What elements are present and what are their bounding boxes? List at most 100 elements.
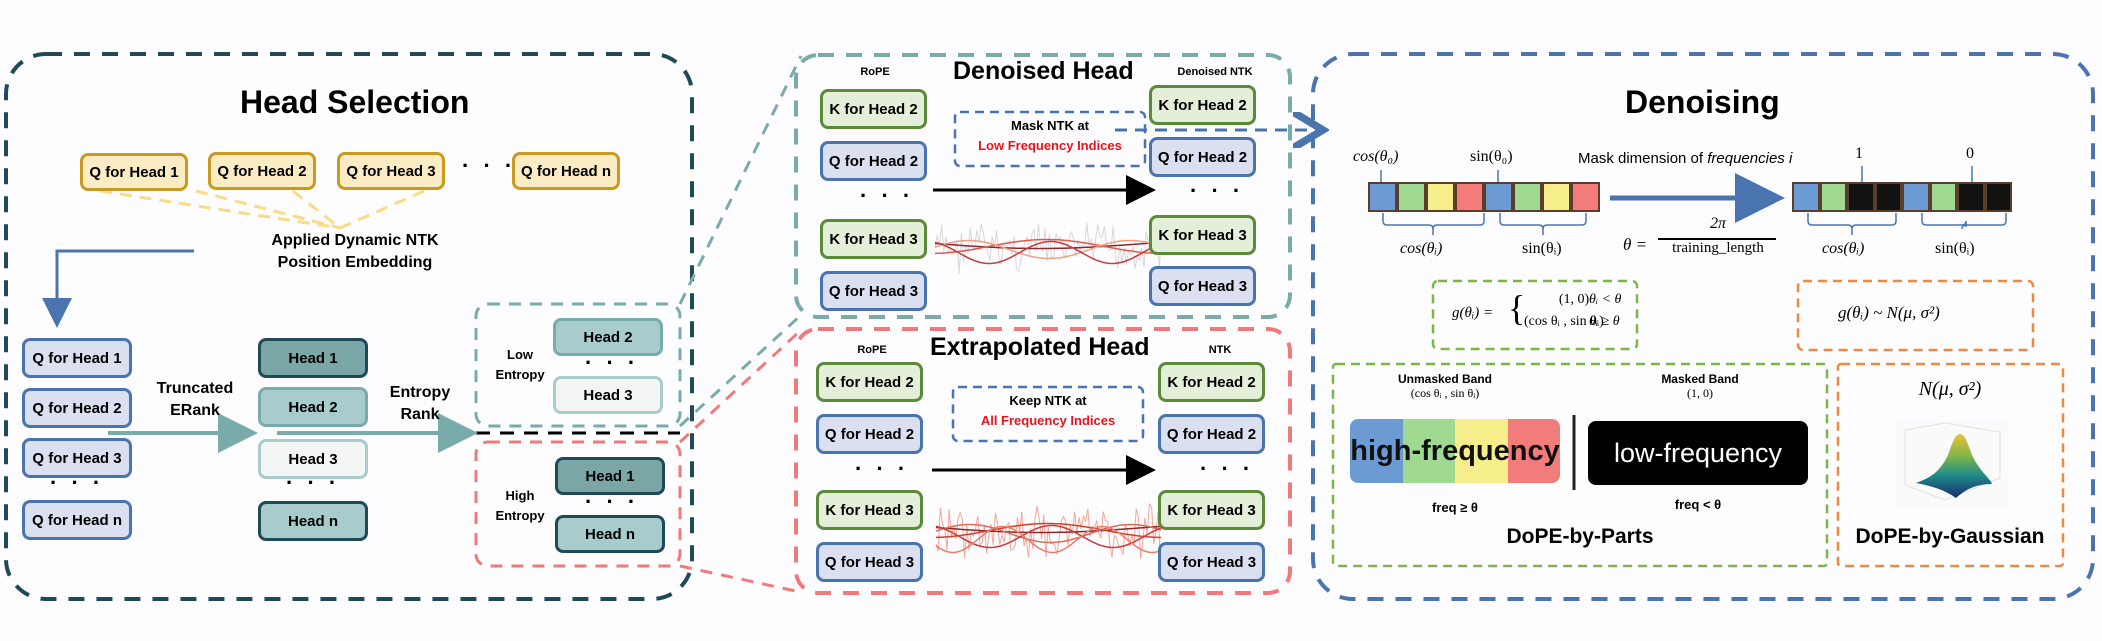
head-3: Head 3 <box>258 439 368 479</box>
gaussian-frame <box>1836 362 2065 568</box>
unmasked-band-title: Unmasked Band <box>1397 372 1493 386</box>
band-segment <box>1507 419 1560 483</box>
rank-label: Rank <box>400 406 440 423</box>
frequency-cell <box>1792 182 1820 212</box>
frequency-cell <box>1484 182 1513 212</box>
smooth-trace <box>935 522 1162 539</box>
heads-ellipsis: · · · <box>286 470 341 495</box>
smooth-trace <box>935 525 1162 534</box>
q-left-head-3: Q for Head 3 <box>22 438 132 478</box>
high-entropy-label-1: High <box>505 488 535 503</box>
smooth-trace <box>934 240 1161 265</box>
sin-theta-i-label-right: sin(θᵢ) <box>1935 240 1975 257</box>
high-frequency-condition: freq ≥ θ <box>1432 500 1478 515</box>
frequency-cell <box>1426 182 1455 212</box>
extrapolated-waveform <box>935 502 1162 564</box>
low-entropy-label-1: Low <box>507 347 533 362</box>
denoised-left-k-head-2: K for Head 2 <box>820 89 927 129</box>
smooth-trace <box>934 241 1161 250</box>
fraction-bar <box>1658 238 1776 240</box>
frequency-cell <box>1397 182 1426 212</box>
mask-note-line-1: Mask NTK at <box>1010 118 1090 133</box>
denoised-left-ellipsis: · · · <box>860 183 915 208</box>
frequency-cell <box>1455 182 1484 212</box>
q-left-ellipsis: · · · <box>50 470 105 495</box>
piecewise-lhs: g(θᵢ) = <box>1452 305 1494 321</box>
smooth-trace <box>935 523 1162 544</box>
low-entropy-ellipsis: · · · <box>585 350 640 375</box>
theta-lhs: θ = <box>1623 235 1648 254</box>
high-frequency-label: high-frequency <box>1350 434 1560 467</box>
denoised-left-q-head-3: Q for Head 3 <box>820 271 927 311</box>
cos-theta-i-label-right: cos(θᵢ) <box>1822 240 1865 257</box>
extrapolated-head-title: Extrapolated Head <box>930 333 1150 361</box>
piecewise-row2-condition: θᵢ ≥ θ <box>1589 314 1620 329</box>
band-segment <box>1455 419 1508 483</box>
denoising-title: Denoising <box>1625 84 1780 120</box>
head-selection-title: Head Selection <box>240 84 470 120</box>
extrapolated-left-q-head-3: Q for Head 3 <box>816 542 923 582</box>
sin-theta-0-label: sin(θ₀) <box>1470 148 1513 165</box>
high-entropy-frame <box>474 440 682 568</box>
extrapolated-right-q-head-2: Q for Head 2 <box>1158 414 1265 454</box>
denoising-frame <box>1311 52 2095 601</box>
denoised-left-q-head-2: Q for Head 2 <box>820 141 927 181</box>
frequency-cell <box>1984 182 2012 212</box>
denoised-rope-label: RoPE <box>860 66 890 78</box>
frequency-cell <box>1368 182 1397 212</box>
denoised-waveform <box>934 222 1163 274</box>
frequency-cell <box>1571 182 1600 212</box>
extrapolated-head-frame <box>794 327 1292 595</box>
keep-note-frame <box>951 385 1145 443</box>
denoised-right-q-head-3: Q for Head 3 <box>1149 266 1256 306</box>
q-top-head-1: Q for Head 1 <box>80 153 188 191</box>
q-top-head-2: Q for Head 2 <box>208 152 316 190</box>
piecewise-frame <box>1431 279 1639 351</box>
denoised-ntk-label: Denoised NTK <box>1177 66 1253 78</box>
entropy-label: Entropy <box>389 384 451 401</box>
mask-dimension-label: Mask dimension of frequencies i <box>1578 150 1792 167</box>
piecewise-row1-value: (1, 0) <box>1558 292 1590 307</box>
denoised-head-title: Denoised Head <box>953 57 1134 85</box>
frequency-cell <box>1874 182 1902 212</box>
smooth-trace <box>935 524 1162 549</box>
extrapolated-right-q-head-3: Q for Head 3 <box>1158 542 1265 582</box>
high-entropy-head-n: Head n <box>555 515 665 553</box>
band-segment <box>1350 419 1403 483</box>
sin-theta-i-label-left: sin(θᵢ) <box>1522 240 1562 257</box>
high-entropy-label-2: Entropy <box>495 508 545 523</box>
q-top-head-3: Q for Head 3 <box>337 152 445 190</box>
theta-numerator: 2π <box>1709 215 1726 232</box>
unmasked-band-sub: (cos θᵢ , sin θᵢ) <box>1410 386 1480 400</box>
gaussian-surface-plot <box>1895 421 2009 507</box>
denoised-right-ellipsis: · · · <box>1190 178 1245 203</box>
gaussian-distribution-label: N(μ, σ²) <box>1918 378 1982 400</box>
cos-theta-0-label: cos(θ₀) <box>1353 148 1399 165</box>
piecewise-brace: { <box>1508 288 1526 328</box>
applied-ntk-label-1: Applied Dynamic NTK <box>271 232 439 249</box>
high-entropy-ellipsis: · · · <box>585 489 640 514</box>
extrapolated-right-k-head-2: K for Head 2 <box>1158 362 1265 402</box>
mask-note-frame <box>953 110 1147 168</box>
extrapolated-left-q-head-2: Q for Head 2 <box>816 414 923 454</box>
q-left-head-n: Q for Head n <box>22 500 132 540</box>
keep-note-line-2: All Frequency Indices <box>980 413 1116 428</box>
frequency-cell <box>1957 182 1985 212</box>
low-frequency-band <box>1588 421 1808 485</box>
denoised-right-k-head-2: K for Head 2 <box>1149 85 1256 125</box>
extrapolated-rope-label: RoPE <box>857 344 887 356</box>
q-top-ellipsis: · · · <box>462 153 517 178</box>
extrapolated-ntk-label: NTK <box>1208 344 1232 356</box>
gaussian-formula-frame <box>1796 279 2035 352</box>
denoised-right-q-head-2: Q for Head 2 <box>1149 137 1256 177</box>
mask-value-zero: 0 <box>1966 145 1974 162</box>
piecewise-row2-value: (cos θᵢ , sin θᵢ) <box>1524 314 1604 329</box>
keep-note-line-1: Keep NTK at <box>1009 393 1087 408</box>
q-left-head-1: Q for Head 1 <box>22 338 132 378</box>
extrapolated-left-ellipsis: · · · <box>855 456 910 481</box>
denoised-right-k-head-3: K for Head 3 <box>1149 215 1256 255</box>
high-entropy-head-1: Head 1 <box>555 457 665 495</box>
mask-dimension-italic: frequencies i <box>1707 150 1793 167</box>
frequency-cell <box>1847 182 1875 212</box>
dope-by-parts-label: DoPE-by-Parts <box>1506 525 1654 548</box>
